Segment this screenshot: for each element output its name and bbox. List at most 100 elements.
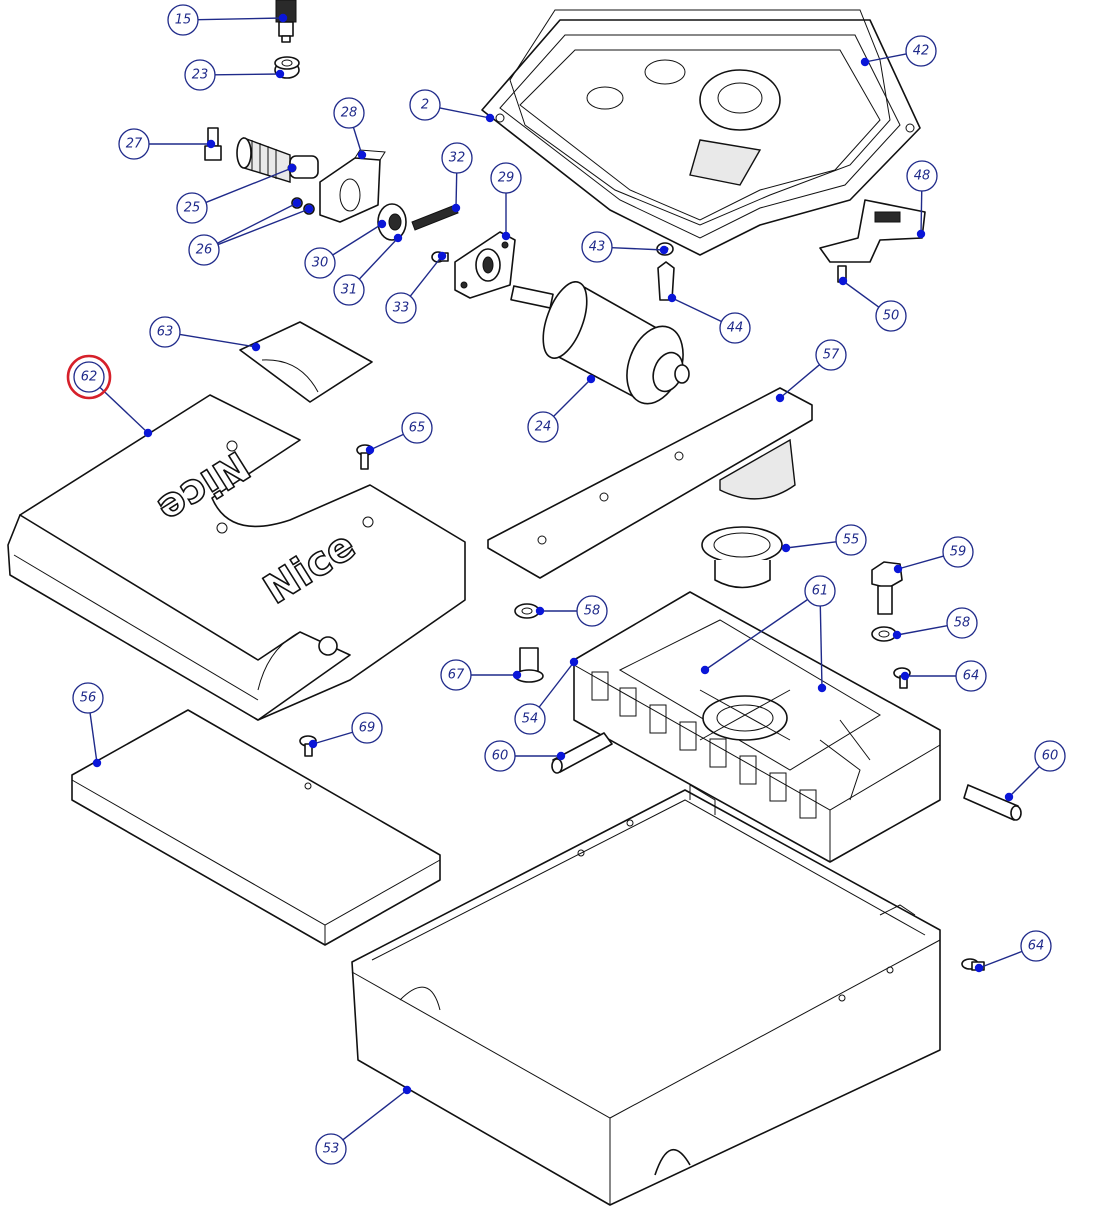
leader-dot [143,428,153,438]
leader-dot [304,204,314,214]
callout-bubble [149,316,181,348]
callout-label: 61 [812,584,829,599]
part-42-gasket [509,9,891,226]
highlight-ring [66,354,112,400]
leader-dot [569,657,579,667]
callout-bubble [176,192,208,224]
leader-line [864,53,907,63]
leader-dot [892,630,902,640]
callout-42: 42 [860,35,937,67]
callout-15: 15 [167,4,288,36]
callout-label: 64 [1028,939,1045,954]
callout-label: 25 [184,201,201,216]
callout-29: 29 [490,162,522,241]
callout-bubble [184,59,216,91]
callout-label: 55 [843,533,860,548]
callout-label: 28 [341,106,358,121]
callout-label: 67 [448,668,465,683]
leader-line [553,378,592,417]
leader-dot [817,683,827,693]
callout-62: 62 [66,354,153,438]
callout-30: 30 [304,219,387,279]
leader-line [369,433,404,451]
callout-label: 58 [584,604,601,619]
leader-dot [278,13,288,23]
leader-dot [437,251,447,261]
leader-line [538,661,575,708]
callout-label: 15 [175,13,192,28]
callout-label: 63 [157,325,174,340]
callout-label: 53 [323,1142,340,1157]
callout-69: 69 [308,712,383,749]
callout-bubble [875,300,907,332]
callout-bubble [351,712,383,744]
callout-label: 60 [1042,749,1059,764]
leader-dot [451,203,461,213]
leader-dot [402,1085,412,1095]
leader-line [197,17,284,21]
callout-65: 65 [365,412,433,455]
callout-60a: 60 [484,740,566,772]
callout-label: 48 [914,169,931,184]
leader-line [920,190,923,235]
leader-line [897,555,944,570]
callout-58a: 58 [535,595,608,627]
callout-2: 2 [409,89,495,123]
part-56-lid [71,709,441,946]
callout-bubble [333,97,365,129]
callout-bubble [484,740,516,772]
callout-label: 60 [492,749,509,764]
leader-dot [586,374,596,384]
callout-58b: 58 [892,607,978,640]
part-24-motor [510,281,690,405]
leader-dot [377,219,387,229]
part-62-top-cover: Nice Nice [7,394,466,721]
leader-line [358,237,399,280]
part-58-washer-b [871,626,897,642]
callout-bubble [581,231,613,263]
callout-64b: 64 [974,930,1052,973]
callout-bubble [441,142,473,174]
leader-dot [535,606,545,616]
leader-dot [308,739,318,749]
leader-line [671,297,722,323]
callout-bubble [942,536,974,568]
callout-bubble [440,659,472,691]
leader-dot [92,758,102,768]
leader-line [342,1089,408,1141]
leader-dot [393,233,403,243]
callout-24: 24 [527,374,596,443]
leader-line [704,598,809,671]
leader-dot [1004,792,1014,802]
callout-label: 56 [80,691,97,706]
callout-57: 57 [775,339,847,403]
callout-label: 64 [963,669,980,684]
callout-60b: 60 [1004,740,1066,802]
leader-dot [501,231,511,241]
callout-label: 62 [81,370,98,385]
callout-label: 31 [341,283,358,298]
part-60-pin-a [551,732,613,774]
leader-dot [357,150,367,160]
callout-63: 63 [149,316,261,352]
leader-dot [838,276,848,286]
callout-bubble [719,312,751,344]
leader-line [312,731,353,745]
leader-line [217,208,310,246]
callout-bubble [167,4,199,36]
callout-32: 32 [441,142,473,213]
leader-dot [287,163,297,173]
leader-dot [900,671,910,681]
part-2-gearbox-housing [481,19,921,256]
leader-line [179,333,257,348]
callout-bubble [1020,930,1052,962]
leader-line [611,246,665,251]
callout-label: 24 [535,420,552,435]
callout-bubble [188,234,220,266]
callout-31: 31 [333,233,403,306]
callout-label: 32 [449,151,466,166]
callout-64a: 64 [900,660,987,692]
leader-dot [667,293,677,303]
callout-67: 67 [440,659,522,691]
callout-bubble [304,247,336,279]
